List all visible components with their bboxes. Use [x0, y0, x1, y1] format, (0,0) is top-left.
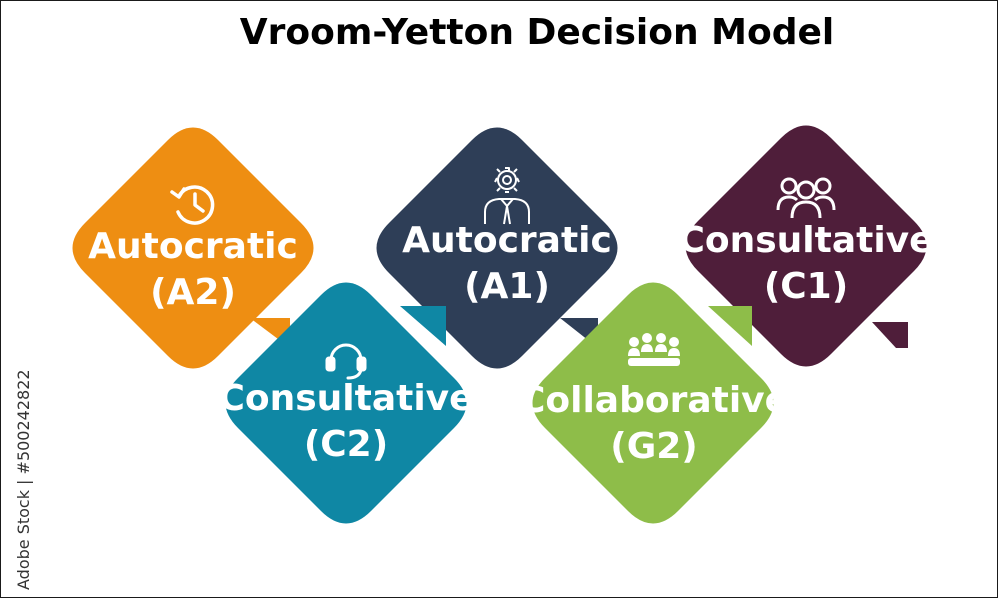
label-code: (A1)	[464, 266, 550, 307]
gear-person-icon	[484, 167, 530, 225]
label-name: Collaborative	[518, 380, 790, 421]
label-name: Consultative	[678, 220, 934, 261]
stock-watermark: Adobe Stock | #500242822	[14, 369, 33, 590]
label-name: Consultative	[218, 378, 474, 419]
label-collaborative-g2: Collaborative (G2)	[519, 378, 789, 470]
arrow-c2-to-a1	[400, 306, 446, 346]
team-meeting-icon	[628, 333, 680, 366]
label-code: (A2)	[150, 272, 236, 313]
label-autocratic-a2: Autocratic (A2)	[88, 224, 298, 316]
group-people-icon	[776, 177, 836, 219]
clock-history-icon	[170, 185, 215, 225]
label-name: Autocratic	[402, 220, 612, 261]
label-consultative-c1: Consultative (C1)	[678, 218, 933, 310]
label-autocratic-a1: Autocratic (A1)	[402, 218, 612, 310]
page-title: Vroom-Yetton Decision Model	[239, 12, 835, 53]
label-code: (C2)	[303, 424, 389, 465]
label-code: (C1)	[763, 266, 849, 307]
headset-icon	[325, 343, 367, 380]
label-name: Autocratic	[88, 226, 298, 267]
arrow-c1-end	[872, 322, 908, 348]
label-code: (G2)	[610, 426, 698, 467]
arrow-g2-to-c1	[708, 306, 752, 346]
label-consultative-c2: Consultative (C2)	[218, 376, 473, 468]
